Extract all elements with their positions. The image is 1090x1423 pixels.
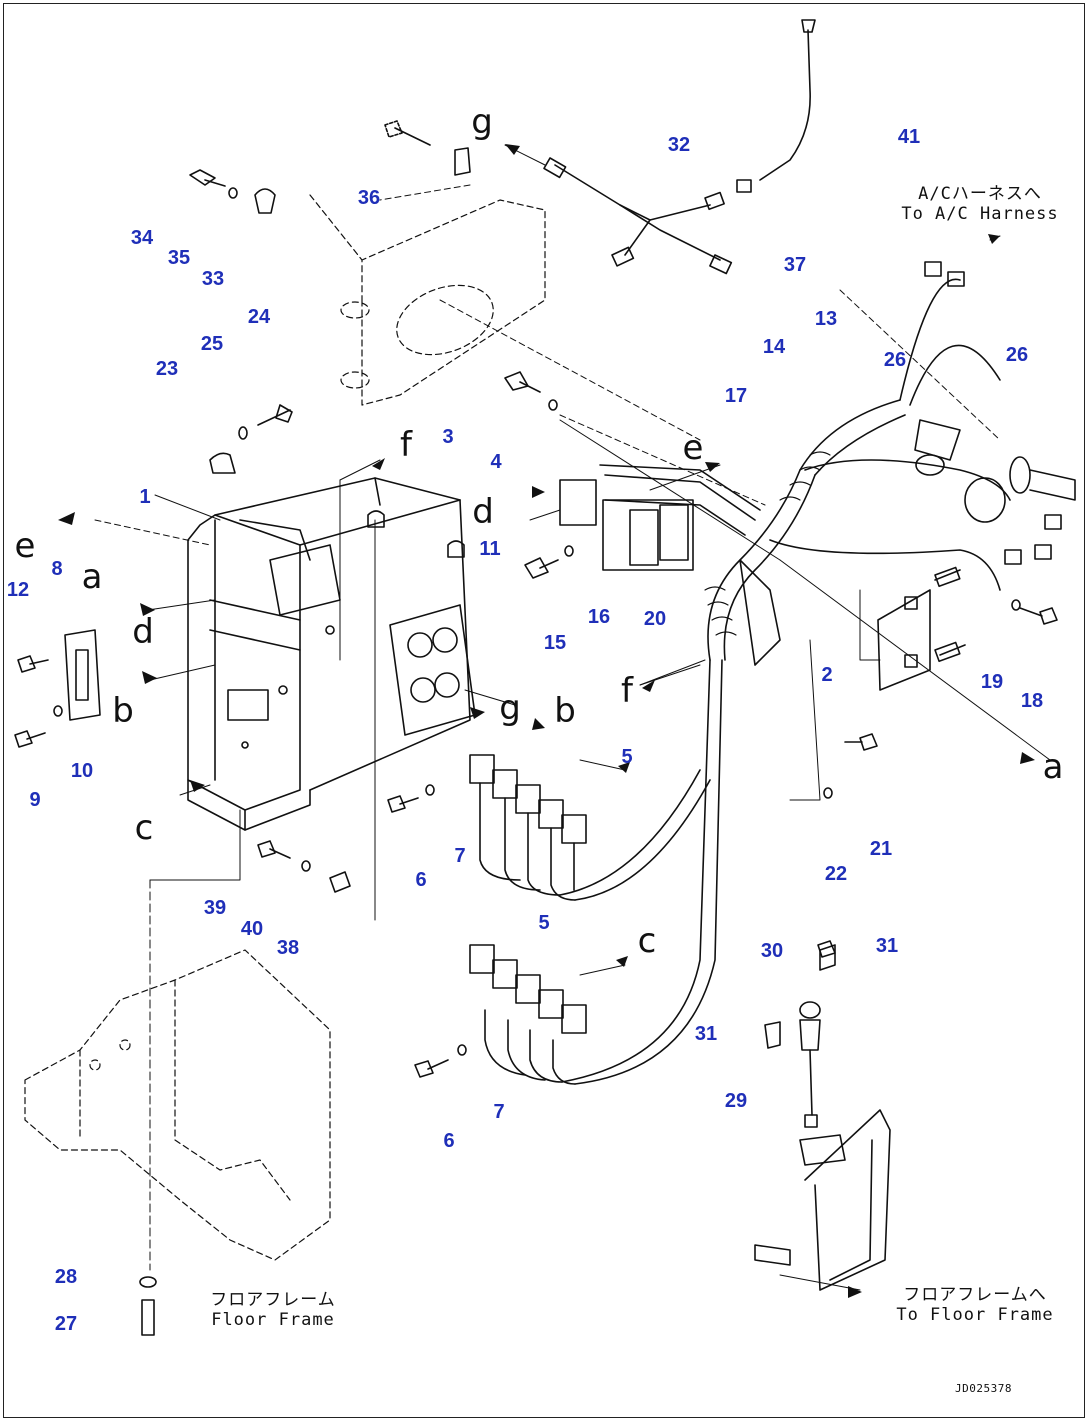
callout-29: 29 — [724, 1090, 748, 1112]
callout-11: 11 — [479, 538, 501, 560]
ref-e-center: e — [682, 428, 704, 468]
callout-9: 9 — [29, 789, 41, 811]
callout-27: 27 — [54, 1313, 78, 1335]
callout-5-upper: 5 — [621, 746, 633, 768]
note-ac-harness: A/Cハーネスへ To A/C Harness — [900, 184, 1060, 225]
bracket-2 — [877, 566, 966, 691]
floor-frame-outline — [24, 949, 331, 1261]
relay-board — [389, 604, 476, 736]
callout-20: 20 — [643, 608, 667, 630]
callout-13: 13 — [814, 308, 838, 330]
callout-24: 24 — [247, 306, 271, 328]
ref-c-left: c — [134, 808, 154, 848]
callout-3: 3 — [442, 426, 454, 448]
upper-frame-outline — [309, 194, 546, 406]
callout-41: 41 — [897, 126, 921, 148]
note-floor-frame: フロアフレーム Floor Frame — [198, 1290, 348, 1331]
ref-a-right: a — [1042, 747, 1064, 787]
note-to-floor-frame: フロアフレームへ To Floor Frame — [885, 1285, 1065, 1326]
relay-cluster-lower — [469, 659, 723, 1085]
callout-35: 35 — [167, 247, 191, 269]
callout-38: 38 — [276, 937, 300, 959]
callout-33: 33 — [201, 268, 225, 290]
callout-15: 15 — [543, 632, 567, 654]
note-floor-frame-en: Floor Frame — [211, 1310, 335, 1331]
callout-5-lower: 5 — [538, 912, 550, 934]
fasteners — [14, 120, 1058, 1336]
callout-16: 16 — [587, 606, 611, 628]
note-ac-harness-en: To A/C Harness — [901, 204, 1059, 225]
callout-7-upper: 7 — [454, 845, 466, 867]
callout-34: 34 — [130, 227, 154, 249]
callout-12: 12 — [6, 579, 30, 601]
callout-10: 10 — [70, 760, 94, 782]
harness-32 — [543, 157, 752, 275]
ref-b-center: b — [554, 691, 576, 731]
document-id: JD025378 — [955, 1382, 1012, 1395]
callout-26-left: 26 — [883, 349, 907, 371]
ref-g-center: g — [499, 688, 521, 728]
callout-7-lower: 7 — [493, 1101, 505, 1123]
right-components — [914, 419, 1076, 565]
callout-31-right: 31 — [875, 935, 899, 957]
callout-18: 18 — [1020, 690, 1044, 712]
callout-19: 19 — [980, 671, 1004, 693]
callout-22: 22 — [824, 863, 848, 885]
callout-36: 36 — [357, 187, 381, 209]
controller-box — [187, 477, 471, 831]
ref-c-center: c — [637, 921, 657, 961]
ref-f-top: f — [400, 425, 412, 465]
arrowheads — [58, 144, 1035, 1298]
leader-lines — [94, 144, 1051, 1291]
lower-right-parts — [754, 944, 891, 1291]
ref-a-left: a — [81, 557, 103, 597]
callout-1: 1 — [139, 486, 151, 508]
callout-37: 37 — [783, 254, 807, 276]
callout-4: 4 — [490, 451, 502, 473]
callout-40: 40 — [240, 918, 264, 940]
callout-26-right: 26 — [1005, 344, 1029, 366]
callout-25: 25 — [200, 333, 224, 355]
ref-d-left: d — [132, 612, 154, 652]
ref-g-top: g — [471, 102, 493, 142]
callout-21: 21 — [869, 838, 893, 860]
note-to-floor-frame-en: To Floor Frame — [896, 1305, 1054, 1326]
callout-32: 32 — [667, 134, 691, 156]
cable-41 — [759, 19, 816, 181]
callout-31-left: 31 — [694, 1023, 718, 1045]
ref-b-left: b — [112, 691, 134, 731]
main-harness — [559, 261, 1011, 666]
diagram-frame — [3, 3, 1085, 1418]
note-floor-frame-jp: フロアフレーム — [210, 1290, 336, 1310]
harness-wrap — [704, 451, 831, 636]
callout-23: 23 — [155, 358, 179, 380]
note-to-floor-frame-jp: フロアフレームへ — [903, 1285, 1047, 1305]
callout-6-upper: 6 — [415, 869, 427, 891]
ref-e-left: e — [14, 526, 36, 566]
callout-39: 39 — [203, 897, 227, 919]
callout-14: 14 — [762, 336, 786, 358]
connector-plate — [64, 629, 101, 721]
callout-17: 17 — [724, 385, 748, 407]
relay-cluster-upper — [469, 754, 711, 901]
callout-8: 8 — [51, 558, 63, 580]
ref-f-center: f — [621, 671, 633, 711]
ref-d-center: d — [472, 492, 494, 532]
callout-30: 30 — [760, 940, 784, 962]
callout-28: 28 — [54, 1266, 78, 1288]
note-ac-harness-jp: A/Cハーネスへ — [918, 184, 1042, 204]
callout-2: 2 — [821, 664, 833, 686]
callout-6-lower: 6 — [443, 1130, 455, 1152]
